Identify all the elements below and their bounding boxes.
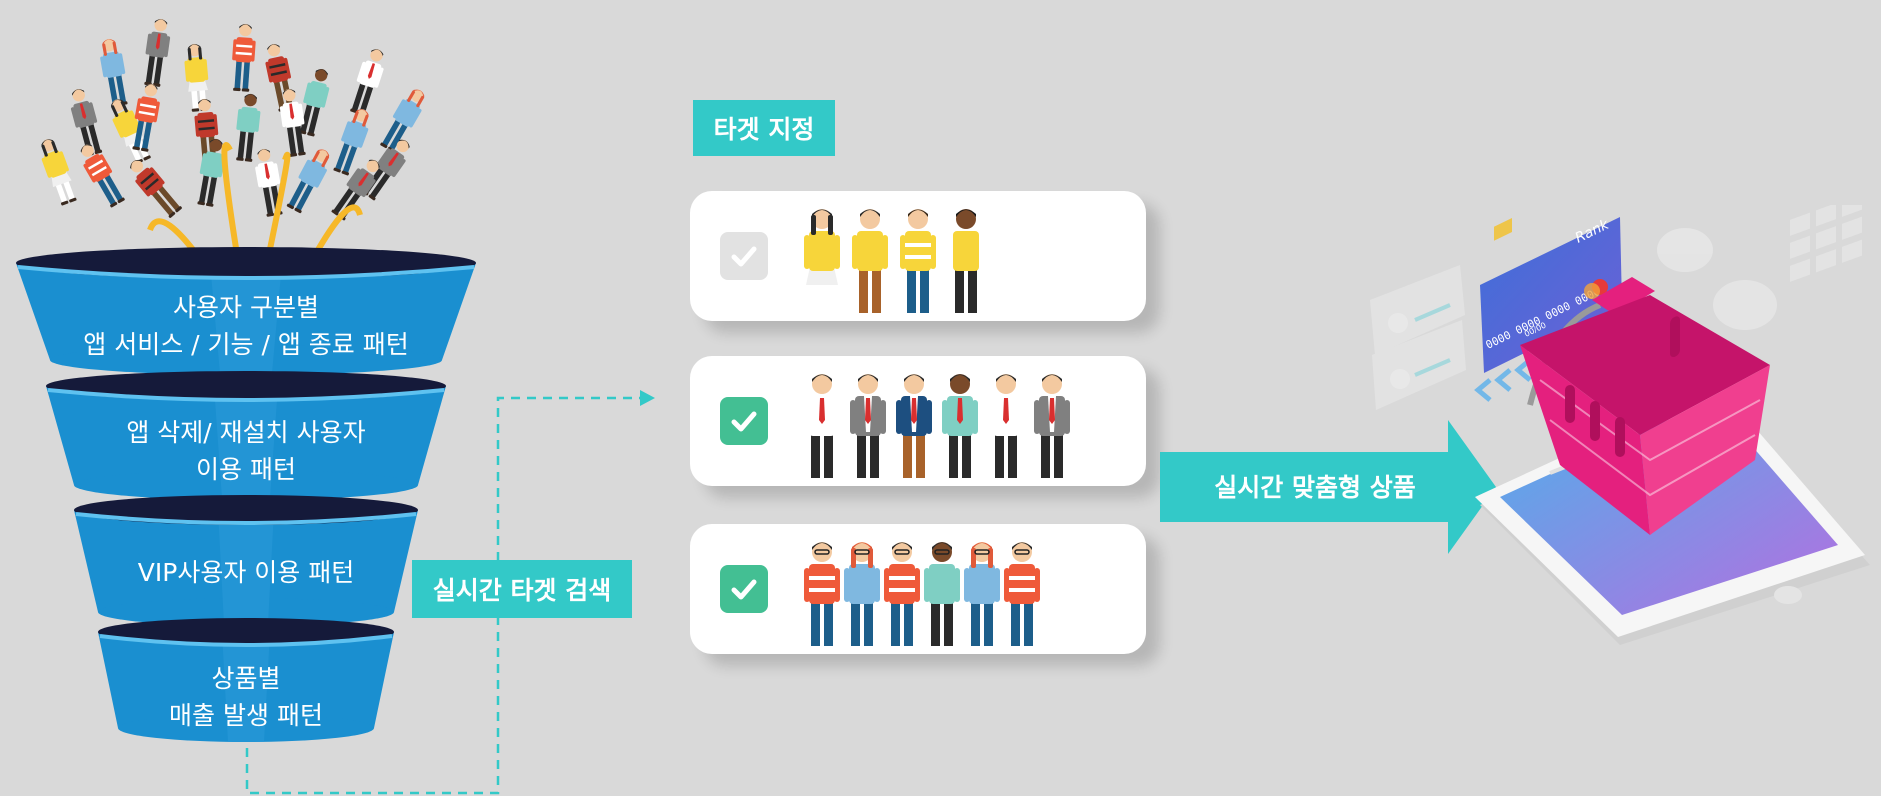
funnel-tier-2-shape <box>46 371 446 500</box>
person-icon <box>942 374 978 478</box>
check-icon <box>731 411 757 432</box>
person-icon <box>130 159 182 218</box>
funnel-tier-4-line2: 매출 발생 패턴 <box>169 701 323 730</box>
person-icon <box>804 209 840 313</box>
person-icon <box>236 93 261 162</box>
person-icon <box>333 109 369 176</box>
checkbox-unchecked[interactable] <box>720 232 768 280</box>
funnel-tier-2: 앱 삭제/ 재설치 사용자 이용 패턴 <box>40 368 452 502</box>
curved-arrow-icon <box>264 151 291 260</box>
person-icon <box>298 68 330 137</box>
check-icon <box>731 246 757 267</box>
target-label: 타겟 지정 <box>693 100 835 156</box>
person-icon <box>232 23 256 92</box>
person-icon <box>1004 542 1040 646</box>
person-icon <box>900 209 936 313</box>
funnel-tier-1: 사용자 구분별 앱 서비스 / 기능 / 앱 종료 패턴 <box>10 245 482 377</box>
funnel-tier-4: 상품별 매출 발생 패턴 <box>94 614 398 748</box>
funnel-tier-2-line1: 앱 삭제/ 재설치 사용자 <box>126 418 366 447</box>
person-icon <box>286 149 330 214</box>
result-label: 실시간 맞춤형 상품 <box>1160 452 1470 520</box>
person-icon <box>896 374 932 478</box>
funnel-tier-2-line2: 이용 패턴 <box>196 455 296 484</box>
check-icon <box>731 579 757 600</box>
target-label-text: 타겟 지정 <box>713 115 815 144</box>
target-card-1 <box>690 191 1146 321</box>
casual-people-group-icon <box>804 209 984 313</box>
person-icon <box>948 209 984 313</box>
students-group-icon <box>804 542 1040 646</box>
big-arrow-shape <box>1160 420 1496 554</box>
person-icon <box>884 542 920 646</box>
search-label-text: 실시간 타겟 검색 <box>432 576 612 605</box>
faded-ui-elements <box>1370 205 1862 410</box>
connector-arrowhead-icon <box>640 390 655 406</box>
target-card-2 <box>690 356 1146 486</box>
crowd-illustration <box>41 18 425 260</box>
person-icon <box>844 542 880 646</box>
person-icon <box>350 49 384 116</box>
person-icon <box>184 43 209 112</box>
funnel-tier-4-shape <box>98 618 394 742</box>
funnel-tier-1-shape <box>16 247 476 375</box>
person-icon <box>924 542 960 646</box>
mobile-shopping-illustration: Rank 0000 0000 0000 0000 00/00 <box>1370 205 1870 645</box>
curved-arrow-icon <box>221 142 241 260</box>
search-label: 실시간 타겟 검색 <box>412 560 632 618</box>
funnel-tier-1-line1: 사용자 구분별 <box>173 293 319 322</box>
office-workers-group-icon <box>804 374 1070 478</box>
person-icon <box>41 139 77 206</box>
person-icon <box>80 144 125 208</box>
person-icon <box>852 209 888 313</box>
target-card-3 <box>690 524 1146 654</box>
funnel-tier-3: VIP사용자 이용 패턴 <box>68 492 424 628</box>
result-label-text: 실시간 맞춤형 상품 <box>1214 473 1416 502</box>
person-icon <box>100 38 128 107</box>
funnel-tier-1-line2: 앱 서비스 / 기능 / 앱 종료 패턴 <box>83 330 409 359</box>
person-icon <box>380 89 425 153</box>
person-icon <box>1034 374 1070 478</box>
person-icon <box>255 148 283 217</box>
person-icon <box>132 83 160 152</box>
shopping-basket-icon <box>1520 277 1770 535</box>
person-icon <box>804 374 840 478</box>
chevrons-icon <box>1474 358 1532 402</box>
funnel-tier-4-line1: 상품별 <box>211 664 281 693</box>
person-icon <box>964 542 1000 646</box>
person-icon <box>804 542 840 646</box>
checkbox-checked[interactable] <box>720 397 768 445</box>
person-icon <box>70 89 103 157</box>
checkbox-checked[interactable] <box>720 565 768 613</box>
person-icon <box>144 18 171 87</box>
person-icon <box>279 88 306 157</box>
person-icon <box>850 374 886 478</box>
funnel-tier-3-line1: VIP사용자 이용 패턴 <box>137 558 355 587</box>
funnel-tier-3-shape <box>74 495 418 626</box>
person-icon <box>988 374 1024 478</box>
